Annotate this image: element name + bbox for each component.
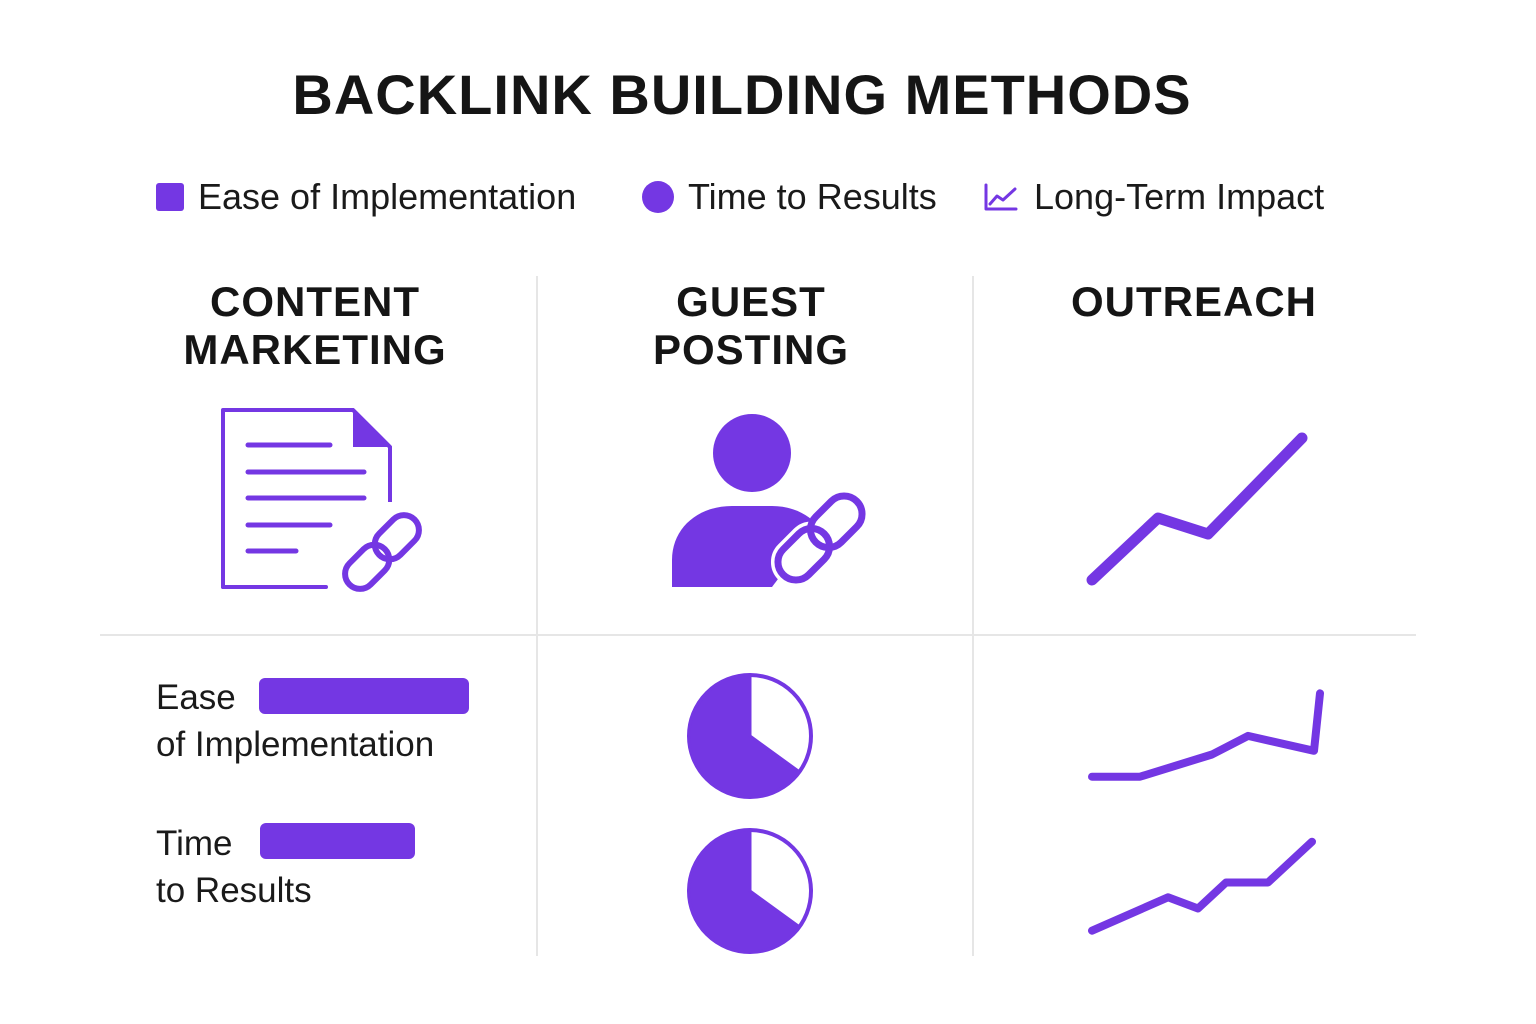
- metric-label-line: to Results: [156, 871, 312, 910]
- heading-line: OUTREACH: [1071, 278, 1317, 325]
- document-link-icon: [221, 408, 422, 592]
- trend-polyline: [1088, 689, 1324, 781]
- metric-label-line: of Implementation: [156, 725, 435, 764]
- heading-outreach: OUTREACH: [974, 278, 1414, 326]
- square-swatch-icon: [156, 183, 184, 211]
- pie-slice: [687, 828, 801, 954]
- heading-line: CONTENT: [210, 278, 420, 325]
- trend-up-icon: [1086, 432, 1308, 586]
- metric-label-line: Ease: [156, 678, 236, 717]
- time-pie-icon: [687, 828, 813, 954]
- column-divider-1: [536, 276, 538, 956]
- user-link-icon: [672, 414, 866, 588]
- ease-pie-icon: [687, 673, 813, 799]
- column-divider-2: [972, 276, 974, 956]
- pie-slice: [687, 673, 801, 799]
- heading-line: MARKETING: [183, 326, 447, 373]
- metric-label-line: Time: [156, 824, 233, 863]
- metric-label-time: Time to Results: [156, 820, 312, 914]
- heading-line: GUEST: [676, 278, 826, 325]
- ease-bar: [259, 678, 469, 714]
- legend-label-ease: Ease of Implementation: [198, 176, 577, 217]
- row-divider: [100, 634, 1416, 636]
- legend-label-impact: Long-Term Impact: [1034, 176, 1325, 217]
- time-bar: [260, 823, 415, 859]
- legend-item-impact: Long-Term Impact: [982, 174, 1324, 220]
- legend-label-time: Time to Results: [688, 176, 937, 217]
- heading-content-marketing: CONTENT MARKETING: [100, 278, 530, 374]
- ease-trend-line: [1088, 689, 1324, 781]
- heading-line: POSTING: [652, 326, 850, 373]
- metric-label-ease: Ease of Implementation: [156, 674, 434, 768]
- page-title: BACKLINK BUILDING METHODS: [292, 63, 1192, 126]
- line-chart-icon: [984, 183, 1018, 211]
- legend-item-time: Time to Results: [642, 174, 937, 220]
- heading-guest-posting: GUEST POSTING: [538, 278, 964, 374]
- time-trend-line: [1088, 837, 1316, 935]
- trend-polyline: [1088, 837, 1316, 935]
- circle-swatch-icon: [642, 181, 674, 213]
- legend-item-ease: Ease of Implementation: [156, 174, 576, 220]
